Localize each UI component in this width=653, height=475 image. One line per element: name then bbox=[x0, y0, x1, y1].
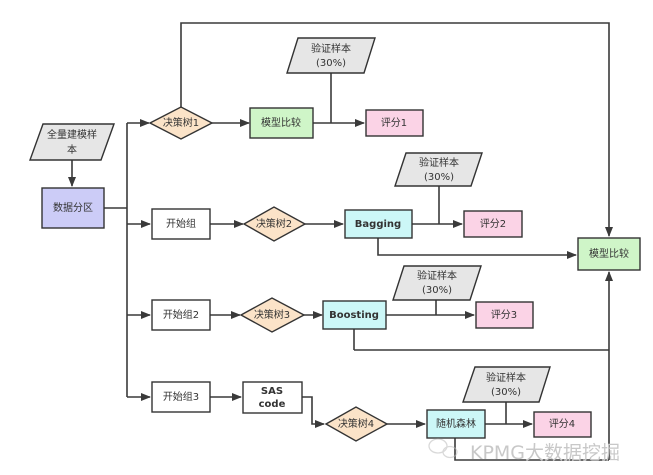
valid1-label-2: (30%) bbox=[316, 58, 346, 69]
valid4-label-2: (30%) bbox=[491, 387, 521, 398]
node-final-compare[interactable]: 模型比较 bbox=[577, 237, 641, 271]
node-tree1[interactable]: 决策树1 bbox=[148, 106, 214, 140]
node-score2[interactable]: 评分2 bbox=[463, 210, 523, 238]
valid3-label-2: (30%) bbox=[422, 285, 452, 296]
node-valid3[interactable]: 验证样本 (30%) bbox=[392, 265, 482, 301]
node-sas-code[interactable]: SAS code bbox=[242, 381, 303, 414]
boosting-label: Boosting bbox=[329, 310, 379, 321]
full-sample-label-1: 全量建模样 bbox=[47, 128, 97, 141]
watermark: KPMG大数据挖掘 bbox=[428, 438, 620, 464]
full-sample-label-2: 本 bbox=[67, 143, 77, 156]
node-tree2[interactable]: 决策树2 bbox=[242, 206, 307, 242]
node-full-sample[interactable]: 全量建模样 本 bbox=[29, 123, 115, 161]
node-tree3[interactable]: 决策树3 bbox=[239, 297, 306, 333]
node-valid2[interactable]: 验证样本 (30%) bbox=[394, 152, 483, 187]
node-valid4[interactable]: 验证样本 (30%) bbox=[462, 366, 551, 403]
valid1-label-1: 验证样本 bbox=[311, 42, 351, 55]
node-start-group[interactable]: 开始组 bbox=[151, 208, 211, 240]
partition-label: 数据分区 bbox=[53, 201, 93, 214]
tree2-label: 决策树2 bbox=[256, 217, 292, 230]
valid3-label-1: 验证样本 bbox=[417, 269, 457, 282]
start-group2-label: 开始组2 bbox=[163, 308, 199, 321]
node-start-group2[interactable]: 开始组2 bbox=[151, 299, 211, 331]
start-group-label: 开始组 bbox=[166, 217, 196, 230]
tree1-label: 决策树1 bbox=[163, 116, 199, 129]
tree3-label: 决策树3 bbox=[254, 308, 290, 321]
node-compare1[interactable]: 模型比较 bbox=[249, 107, 314, 139]
edge-tree1-to-final bbox=[180, 22, 613, 237]
score1-label: 评分1 bbox=[381, 117, 407, 129]
node-boosting[interactable]: Boosting bbox=[322, 300, 387, 330]
valid4-label-1: 验证样本 bbox=[486, 371, 526, 384]
wechat-icon bbox=[428, 438, 458, 459]
final-compare-label: 模型比较 bbox=[589, 247, 629, 260]
sas-code-label-1: SAS bbox=[261, 386, 283, 397]
edge-bagging-to-final bbox=[377, 238, 577, 259]
start-group3-label: 开始组3 bbox=[163, 390, 199, 403]
score4-label: 评分4 bbox=[549, 418, 575, 430]
valid2-label-1: 验证样本 bbox=[419, 156, 459, 169]
node-start-group3[interactable]: 开始组3 bbox=[151, 381, 211, 413]
node-bagging[interactable]: Bagging bbox=[344, 209, 413, 239]
score3-label: 评分3 bbox=[491, 309, 517, 321]
node-score1[interactable]: 评分1 bbox=[365, 109, 424, 137]
score2-label: 评分2 bbox=[480, 218, 506, 230]
tree4-label: 决策树4 bbox=[338, 417, 374, 430]
node-valid1[interactable]: 验证样本 (30%) bbox=[286, 37, 376, 74]
valid2-label-2: (30%) bbox=[424, 172, 454, 183]
watermark-text: KPMG大数据挖掘 bbox=[470, 442, 620, 464]
compare1-label: 模型比较 bbox=[261, 116, 301, 129]
edge-rf-to-final bbox=[454, 438, 609, 461]
node-partition[interactable]: 数据分区 bbox=[41, 187, 105, 229]
node-tree4[interactable]: 决策树4 bbox=[324, 406, 389, 442]
random-forest-label: 随机森林 bbox=[436, 417, 476, 430]
node-score3[interactable]: 评分3 bbox=[475, 301, 534, 329]
bagging-label: Bagging bbox=[355, 219, 401, 230]
connectors bbox=[68, 22, 613, 461]
sas-code-label-2: code bbox=[259, 399, 286, 410]
edge-sas-to-tree4 bbox=[302, 396, 325, 428]
node-random-forest[interactable]: 随机森林 bbox=[426, 409, 486, 439]
node-score4[interactable]: 评分4 bbox=[533, 411, 592, 438]
